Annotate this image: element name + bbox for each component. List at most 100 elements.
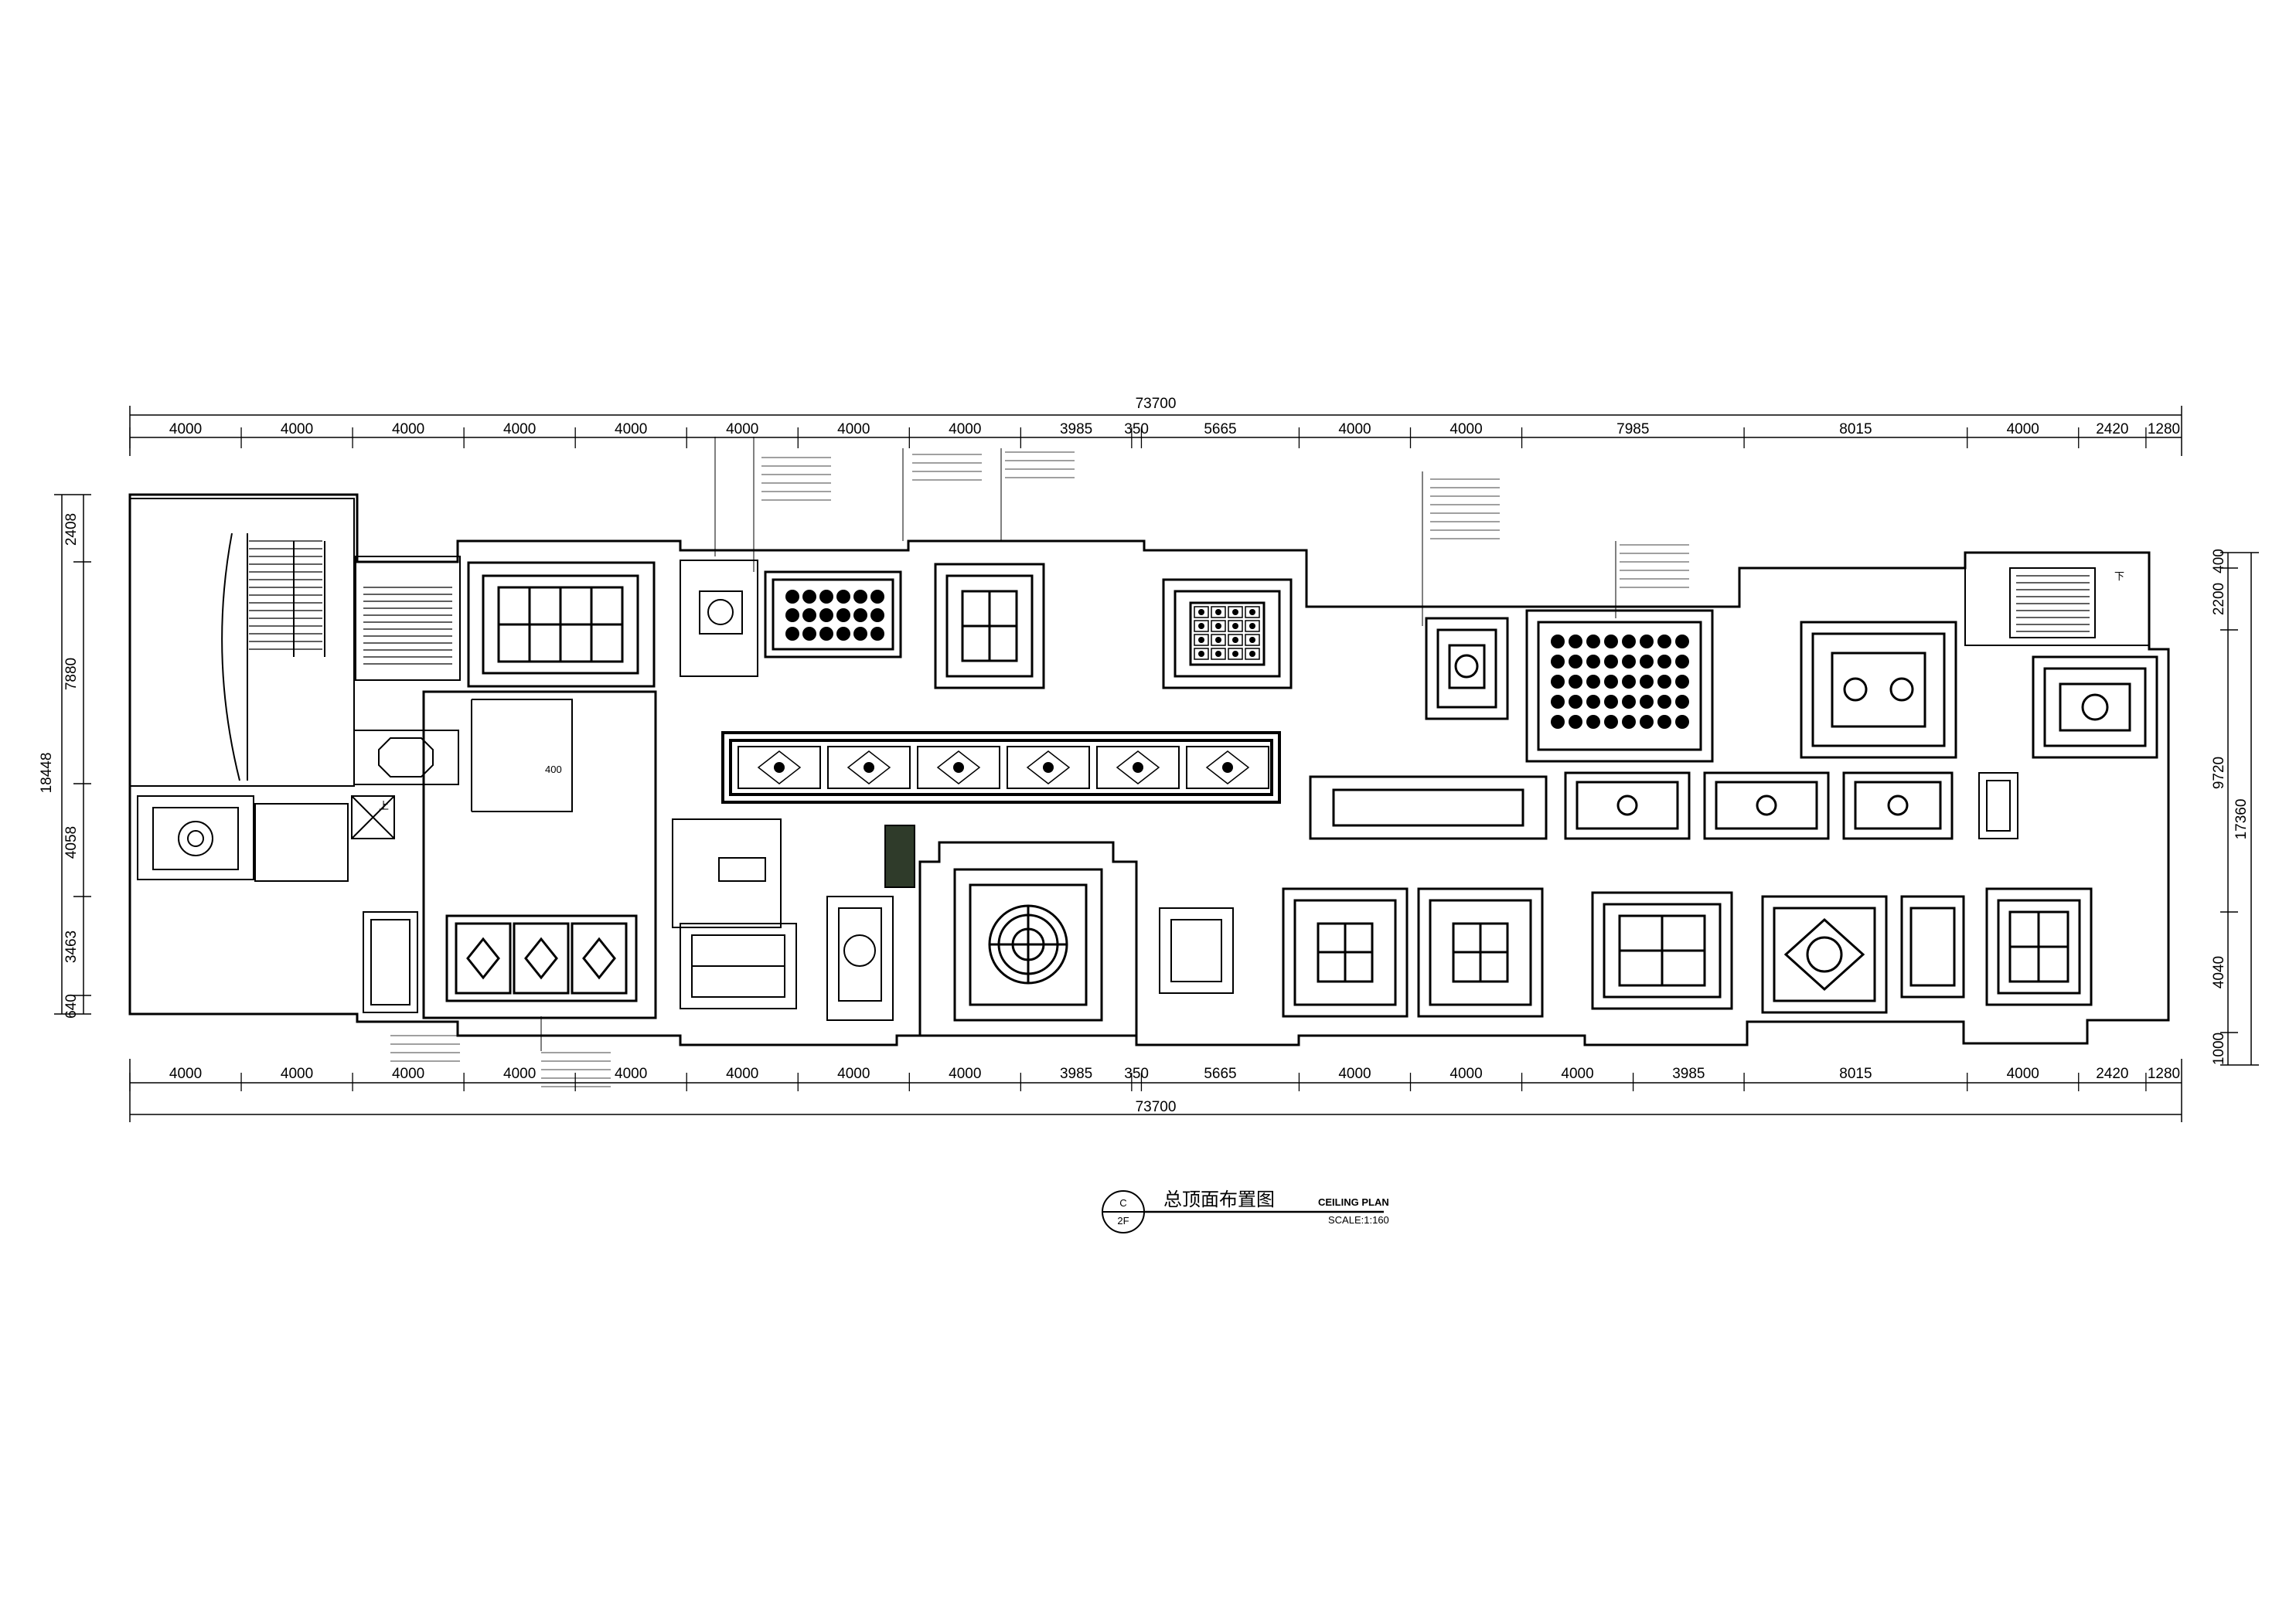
medium-room-bottom bbox=[1159, 907, 1234, 994]
corridor-panel-light bbox=[774, 762, 785, 773]
top-segment-label: 4000 bbox=[169, 421, 202, 437]
medallion-room-1 bbox=[934, 563, 1045, 689]
ceiling-light-dot bbox=[1640, 715, 1654, 729]
corridor-panels bbox=[738, 746, 1269, 789]
ceiling-light-dot bbox=[785, 627, 799, 641]
ceiling-tile bbox=[1194, 606, 1209, 618]
corridor-panel-light bbox=[1043, 762, 1054, 773]
ceiling-tile bbox=[1245, 620, 1260, 632]
corridor-ceiling bbox=[721, 731, 1281, 804]
medallion-room-3 bbox=[1425, 617, 1509, 720]
medallion-room-2 bbox=[1162, 578, 1293, 689]
guest-room-1 bbox=[1282, 887, 1409, 1018]
ceiling-tile-dot bbox=[1215, 651, 1221, 657]
feature-room-b bbox=[445, 914, 638, 1002]
ceiling-light-dot bbox=[1622, 655, 1636, 669]
ceiling-tile-dot bbox=[1249, 651, 1255, 657]
left-dim-3463: 3463 bbox=[63, 931, 80, 963]
ceiling-tile-dot bbox=[1249, 609, 1255, 615]
ceiling-light-dot bbox=[1569, 635, 1582, 648]
bottom-segment-label: 5665 bbox=[1204, 1066, 1236, 1082]
feature-room-a bbox=[467, 561, 656, 688]
ceiling-light-dot bbox=[1622, 695, 1636, 709]
room-right-top bbox=[2032, 655, 2158, 759]
main-hall-ceiling bbox=[918, 841, 1138, 1037]
ceiling-light-dot bbox=[1640, 635, 1654, 648]
ceiling-light-dot bbox=[870, 627, 884, 641]
overall-width-bottom: 73700 bbox=[1136, 1099, 1177, 1115]
top-segment-label: 4000 bbox=[281, 421, 313, 437]
ceiling-tile bbox=[1228, 620, 1243, 632]
grid-room-bottom-1 bbox=[1591, 891, 1733, 1010]
ceiling-tile bbox=[1194, 648, 1209, 660]
title-block bbox=[1102, 1190, 1384, 1233]
building-outline bbox=[128, 493, 2170, 1046]
ceiling-light-dot bbox=[1586, 655, 1600, 669]
top-segment-label: 4000 bbox=[2007, 421, 2039, 437]
ceiling-light-dot bbox=[1604, 715, 1618, 729]
ceiling-tile-dot bbox=[1215, 637, 1221, 643]
open-hall-left bbox=[422, 690, 657, 1019]
side-room-top bbox=[680, 560, 758, 677]
ceiling-light-dot bbox=[1551, 695, 1565, 709]
bottom-segment-label: 4000 bbox=[392, 1066, 424, 1082]
bottom-segment-label: 350 bbox=[1124, 1066, 1149, 1082]
ceiling-light-dot bbox=[802, 590, 816, 604]
ceiling-light-dot bbox=[1640, 655, 1654, 669]
ceiling-light-dot bbox=[1569, 655, 1582, 669]
medallion-room-bottom bbox=[1761, 895, 1888, 1014]
ceiling-tile bbox=[1194, 620, 1209, 632]
corridor-panel-diamond bbox=[1205, 750, 1250, 784]
left-stair-block bbox=[129, 498, 355, 787]
right-dim-2200: 2200 bbox=[2211, 583, 2227, 615]
title-chinese: 总顶面布置图 bbox=[1163, 1189, 1275, 1210]
stair-treads bbox=[363, 587, 452, 665]
corridor-panel-light bbox=[953, 762, 964, 773]
top-segment-label: 4000 bbox=[615, 421, 647, 437]
ceiling-light-dot bbox=[1604, 695, 1618, 709]
ceiling-light-dot bbox=[1640, 695, 1654, 709]
ceiling-light-dot bbox=[1622, 675, 1636, 689]
left-small-room bbox=[137, 795, 349, 882]
ceiling-tile-dot bbox=[1249, 637, 1255, 643]
left-dim-18448: 18448 bbox=[39, 753, 55, 794]
ceiling-tile bbox=[1194, 634, 1209, 646]
elevator-shaft bbox=[351, 795, 395, 839]
guest-room-2 bbox=[1417, 887, 1544, 1018]
top-dimension-chain bbox=[129, 406, 2182, 456]
ceiling-light-dot bbox=[870, 590, 884, 604]
ceiling-tile-dot bbox=[1232, 651, 1238, 657]
bottom-segment-label: 4000 bbox=[281, 1066, 313, 1082]
bottom-segment-label: 4000 bbox=[949, 1066, 981, 1082]
ceiling-light-dot bbox=[1569, 695, 1582, 709]
grid-room-bottom-3 bbox=[1985, 887, 2093, 1006]
ceiling-light-dot bbox=[1551, 655, 1565, 669]
corridor-ceiling-right bbox=[1309, 775, 1548, 840]
ceiling-light-dot bbox=[1657, 695, 1671, 709]
ceiling-light-dot bbox=[1657, 655, 1671, 669]
corridor-panel bbox=[917, 746, 1000, 789]
small-room-mid bbox=[826, 896, 894, 1021]
bottom-segment-label: 1280 bbox=[2148, 1066, 2180, 1082]
bottom-segment-label: 4000 bbox=[615, 1066, 647, 1082]
dot-grid-room-2 bbox=[1525, 609, 1714, 763]
bottom-segment-label: 4000 bbox=[837, 1066, 870, 1082]
ceiling-light-dot bbox=[1551, 635, 1565, 648]
stair-treads bbox=[249, 540, 322, 650]
bottom-segment-label: 3985 bbox=[1672, 1066, 1705, 1082]
corridor-panel-diamond bbox=[847, 750, 891, 784]
annotation-leaders bbox=[540, 437, 1616, 1051]
ceiling-light-dot bbox=[853, 627, 867, 641]
bath-room-right bbox=[1978, 772, 2018, 839]
corridor-panel-diamond bbox=[936, 750, 981, 784]
ceiling-light-dot bbox=[1657, 715, 1671, 729]
ceiling-light-dot bbox=[1569, 675, 1582, 689]
ceiling-light-dot bbox=[1675, 675, 1689, 689]
bedroom-room-top bbox=[1800, 621, 1957, 759]
ceiling-light-dot bbox=[1604, 655, 1618, 669]
ceiling-light-dot bbox=[1586, 715, 1600, 729]
ceiling-tile-dot bbox=[1198, 637, 1204, 643]
lobby-room bbox=[672, 818, 797, 1009]
